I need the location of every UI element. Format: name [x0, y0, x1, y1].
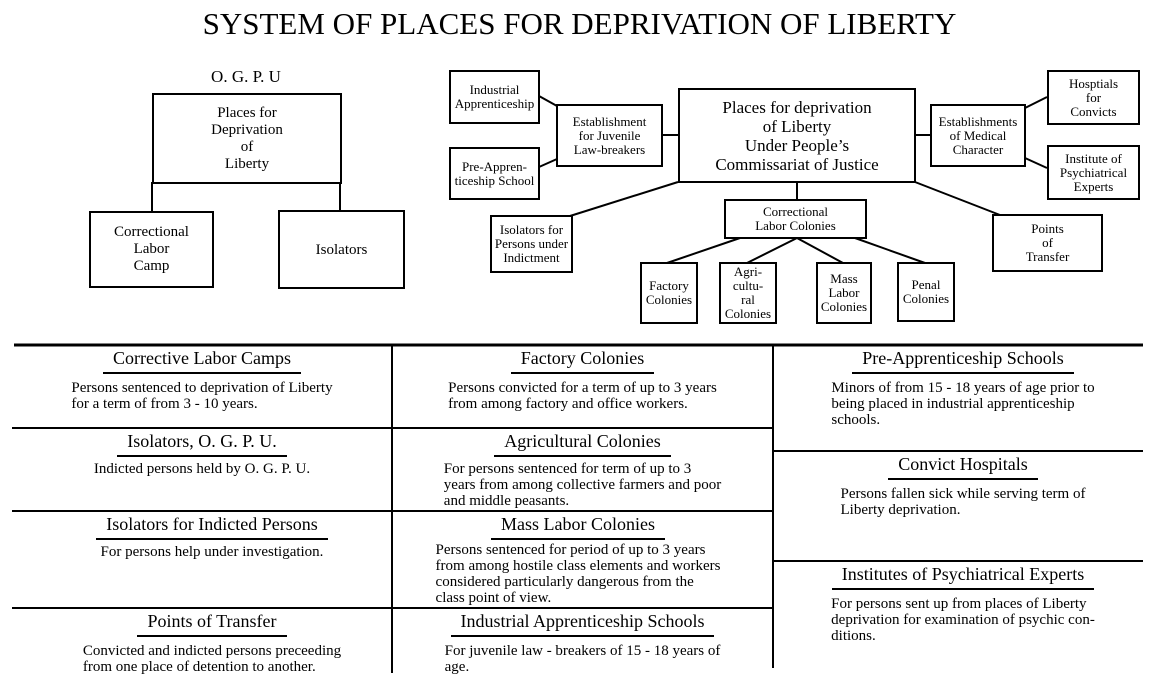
- section-text: Minors of from 15 - 18 years of age prio…: [831, 380, 1095, 428]
- isolators-indictment-box: Isolators for Persons under Indictment: [490, 215, 573, 273]
- points-of-transfer-box: Points of Transfer: [992, 214, 1103, 272]
- section-text: For juvenile law - breakers of 15 - 18 y…: [444, 643, 721, 675]
- section-heading: Points of Transfer: [137, 611, 287, 637]
- ogpu-label: O. G. P. U: [211, 67, 281, 86]
- section-heading: Institutes of Psychiatrical Experts: [831, 564, 1095, 590]
- correctional-labor-camp-box: Correctional Labor Camp: [89, 211, 214, 288]
- section-text: Persons convicted for a term of up to 3 …: [448, 380, 717, 412]
- correctional-labor-colonies-box: Correctional Labor Colonies: [724, 199, 867, 239]
- section-heading: Pre-Apprenticeship Schools: [852, 348, 1074, 374]
- section-heading: Corrective Labor Camps: [103, 348, 301, 374]
- section-heading: Factory Colonies: [510, 348, 655, 374]
- section-text: For persons help under investigation.: [100, 544, 324, 560]
- isolators-box: Isolators: [278, 210, 405, 289]
- page-title: SYSTEM OF PLACES FOR DEPRIVATION OF LIBE…: [202, 6, 957, 41]
- section-text: Indicted persons held by O. G. P. U.: [93, 461, 311, 477]
- section-heading: Isolators, O. G. P. U.: [117, 431, 287, 457]
- section-text: Persons sentenced for period of up to 3 …: [435, 542, 721, 606]
- institute-box: Institute of Psychiatrical Experts: [1047, 145, 1140, 200]
- section-text: For persons sentenced for term of up to …: [443, 461, 722, 509]
- section-heading: Isolators for Indicted Persons: [96, 514, 328, 540]
- section-text: Persons fallen sick while serving term o…: [840, 486, 1086, 518]
- mass-labor-colonies-box: Mass Labor Colonies: [816, 262, 872, 324]
- ogpu-root-box: Places for Deprivation of Liberty: [152, 93, 342, 184]
- section-heading: Agricultural Colonies: [494, 431, 671, 457]
- juvenile-box: Establishment for Juvenile Law-breakers: [556, 104, 663, 167]
- section-text: For persons sent up from places of Liber…: [831, 596, 1095, 644]
- agricultural-colonies-box: Agri- cultu- ral Colonies: [719, 262, 777, 324]
- medical-box: Establishments of Medical Character: [930, 104, 1026, 167]
- section-text: Persons sentenced to deprivation of Libe…: [71, 380, 333, 412]
- section-heading: Mass Labor Colonies: [491, 514, 665, 540]
- section-heading: Convict Hospitals: [888, 454, 1038, 480]
- section-text: Convicted and indicted persons preceedin…: [82, 643, 342, 675]
- hospitals-box: Hosptials for Convicts: [1047, 70, 1140, 125]
- penal-colonies-box: Penal Colonies: [897, 262, 955, 322]
- industrial-apprenticeship-box: Industrial Apprenticeship: [449, 70, 540, 124]
- npcj-root-box: Places for deprivation of Liberty Under …: [678, 88, 916, 183]
- pre-apprenticeship-box: Pre-Appren- ticeship School: [449, 147, 540, 200]
- factory-colonies-box: Factory Colonies: [640, 262, 698, 324]
- section-heading: Industrial Apprenticeship Schools: [450, 611, 715, 637]
